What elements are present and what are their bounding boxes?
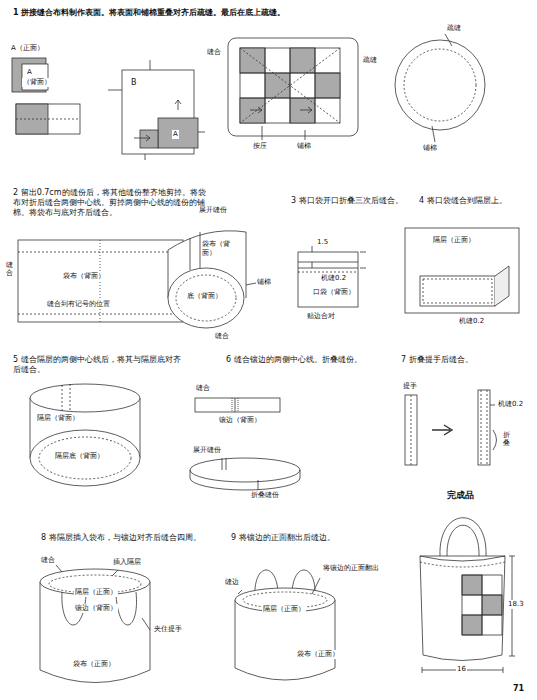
part-label: 隔层（正面） bbox=[432, 236, 476, 245]
part-label: 缝边 bbox=[224, 578, 240, 587]
step-text: 5 缝合隔层的两侧中心线后，将其与隔层底对齐后缝合。 bbox=[12, 355, 184, 375]
part-label: 展开缝份 bbox=[192, 446, 222, 455]
handle bbox=[405, 390, 497, 465]
bag-panel bbox=[18, 240, 183, 322]
pocket bbox=[298, 246, 366, 307]
part-label: A bbox=[26, 68, 33, 77]
step-text: 2 留出0.7cm的缝份后，将其他缝份整齐地剪掉。将袋布对折后缝合两侧中心线。剪… bbox=[12, 188, 214, 218]
part-label: 缝合到有记号的位置 bbox=[46, 300, 111, 309]
part-label: 插入隔层 bbox=[112, 558, 142, 567]
base-circle bbox=[395, 34, 485, 142]
part-label: A（正面） bbox=[10, 44, 45, 53]
part-label: 折叠 bbox=[503, 432, 510, 447]
step-text: 6 缝合镶边的两侧中心线。折叠缝份。 bbox=[225, 355, 377, 365]
bag-assembly bbox=[40, 565, 150, 683]
finished-bag bbox=[420, 518, 515, 673]
part-label: 铺棉 bbox=[256, 278, 272, 287]
part-label: 提手 bbox=[402, 382, 418, 391]
part-label: 镶边（背面） bbox=[74, 604, 118, 613]
part-label: 袋布（背面） bbox=[62, 272, 106, 281]
panel-b bbox=[108, 60, 205, 160]
part-label: 隔层（背面） bbox=[36, 414, 80, 423]
quilt-top bbox=[228, 38, 358, 140]
part-label: 展开缝份 bbox=[198, 206, 228, 215]
binding bbox=[190, 398, 300, 490]
part-label: 机缝0.2 bbox=[320, 274, 347, 283]
part-label: 按压 bbox=[252, 142, 268, 151]
heading: 完成品 bbox=[446, 490, 475, 501]
part-label: 疏缝 bbox=[362, 56, 378, 65]
divider-panel bbox=[405, 228, 519, 313]
part-label: 缝合 bbox=[214, 332, 230, 341]
dimension: 16 bbox=[456, 665, 467, 674]
patch-squares bbox=[12, 58, 80, 134]
part-label: B bbox=[130, 78, 138, 88]
dimension: 18.3 bbox=[507, 600, 525, 609]
step-text: 1 拼接缝合布料制作表面。将表面和铺棉重叠对齐后疏缝。最后在底上疏缝。 bbox=[12, 8, 286, 18]
part-label: 袋布（正面） bbox=[296, 650, 340, 659]
part-label: 机缝0.2 bbox=[497, 400, 524, 409]
part-label: 袋布（正面） bbox=[72, 660, 116, 669]
part-label: 隔层（正面） bbox=[262, 605, 306, 614]
part-label: A bbox=[172, 130, 179, 139]
step-text: 8 将隔层插入袋布，与镶边对齐后缝合四周。 bbox=[40, 533, 212, 543]
part-label: 贴边合对 bbox=[306, 312, 336, 321]
step-text: 3 将口袋开口折叠三次后缝合。 bbox=[290, 196, 407, 206]
step-text: 9 将镶边的正面翻出后缝边。 bbox=[230, 533, 382, 543]
part-label: 隔层（正面） bbox=[74, 588, 118, 597]
part-label: 缝合 bbox=[6, 262, 13, 277]
part-label: 口袋（背面） bbox=[312, 288, 356, 297]
part-label: 折叠缝份 bbox=[250, 491, 280, 500]
bag-with-base bbox=[168, 231, 256, 328]
part-label: 隔层底（背面） bbox=[54, 452, 105, 461]
part-label: 机缝0.2 bbox=[458, 317, 485, 326]
bag-turned bbox=[235, 570, 335, 680]
part-label: 底（背面） bbox=[186, 292, 223, 301]
page-number: 71 bbox=[512, 684, 525, 694]
part-label: 镶边（背面） bbox=[218, 416, 262, 425]
part-label: 铺棉 bbox=[422, 144, 438, 153]
step-text: 7 折叠提手后缝合。 bbox=[400, 355, 532, 365]
part-label: 夹住提手 bbox=[153, 625, 183, 634]
step-text: 4 将口袋缝合到隔层上。 bbox=[418, 196, 532, 206]
part-label: 缝合 bbox=[206, 48, 222, 57]
divider-cylinder bbox=[30, 384, 140, 486]
part-label: 缝合 bbox=[195, 384, 211, 393]
part-label: 缝合 bbox=[40, 556, 56, 565]
part-label: （背面） bbox=[22, 78, 52, 87]
dimension: 1.5 bbox=[316, 238, 329, 247]
part-label: 铺棉 bbox=[296, 142, 312, 151]
part-label: 袋布（背面） bbox=[201, 240, 243, 258]
part-label: 将镶边的正面翻出 bbox=[322, 564, 382, 573]
part-label: 疏缝 bbox=[446, 24, 462, 33]
